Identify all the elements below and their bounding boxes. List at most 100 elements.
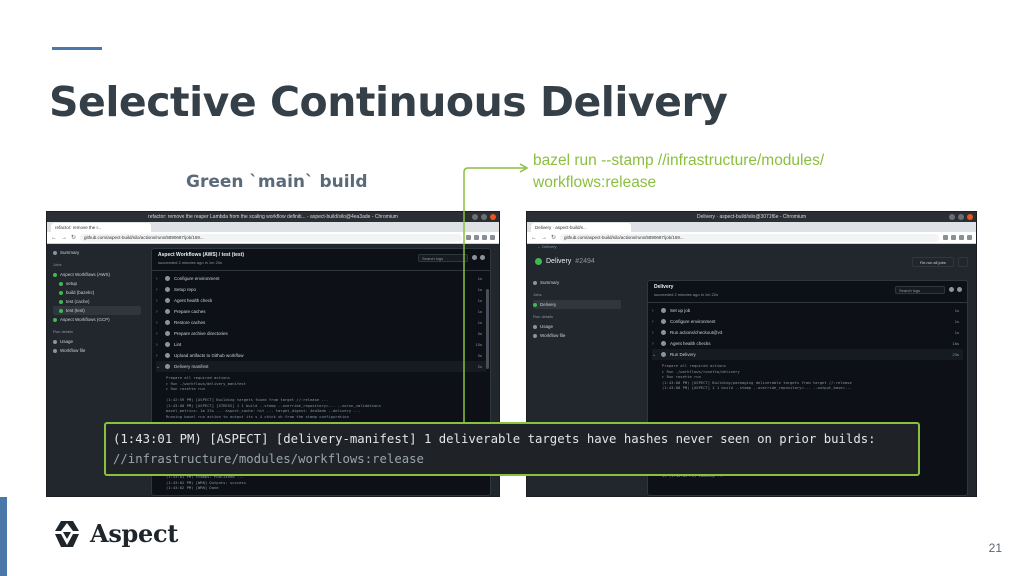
extension-icon[interactable]: [951, 235, 956, 240]
sidebar-job-item[interactable]: setup: [53, 279, 141, 288]
refresh-icon[interactable]: [472, 255, 477, 260]
back-arrow-icon[interactable]: ←: [51, 234, 57, 241]
step-label: Upload artifacts to Github workflow: [174, 353, 244, 358]
gear-icon[interactable]: [480, 255, 485, 260]
back-arrow-icon[interactable]: ←: [531, 234, 537, 241]
run-details-heading: Run details: [53, 329, 74, 334]
close-icon[interactable]: [967, 214, 973, 220]
sidebar-item-usage[interactable]: Usage: [533, 322, 621, 331]
log-line: Prepare all required actions: [166, 375, 231, 380]
reload-icon[interactable]: ↻: [551, 234, 557, 241]
extension-icon[interactable]: [466, 235, 471, 240]
minimize-icon[interactable]: [472, 214, 478, 220]
maximize-icon[interactable]: [958, 214, 964, 220]
sidebar-job-item[interactable]: test (cache): [53, 297, 141, 306]
left-browser-tab[interactable]: refactor: remove the r...: [51, 223, 151, 232]
refresh-icon[interactable]: [949, 287, 954, 292]
extension-icon[interactable]: [959, 235, 964, 240]
sidebar-job-item[interactable]: test (test): [53, 306, 141, 315]
chevron-right-icon: ›: [156, 352, 158, 359]
sidebar-item-workflow-file[interactable]: Workflow file: [533, 331, 621, 340]
clock-icon: [533, 324, 537, 329]
left-address-input[interactable]: github.com/aspect-build/silo/actions/run…: [80, 233, 462, 242]
title-accent-line: [52, 47, 102, 50]
right-address-input[interactable]: github.com/aspect-build/silo/actions/run…: [560, 233, 939, 242]
bazel-command-caption: bazel run --stamp //infrastructure/modul…: [533, 150, 824, 194]
log-line: Running bazel run action to output its s…: [166, 413, 349, 419]
sidebar-job-item[interactable]: Aspect Workflows (GCP): [53, 315, 141, 324]
log-line: (1:43:01 PM) Stamps: Published ...: [166, 474, 244, 479]
step-check-icon: [661, 330, 666, 335]
step-duration: 0s: [477, 331, 482, 336]
step-check-icon: [165, 342, 170, 347]
sidebar-item-delivery[interactable]: Delivery: [533, 300, 621, 309]
profile-icon[interactable]: [490, 235, 495, 240]
step-label: Run actions/checkout@v3: [670, 330, 723, 335]
step-duration: 1s: [477, 309, 482, 314]
sidebar-job-item[interactable]: Aspect Workflows (AWS): [53, 270, 141, 279]
sidebar-item-workflow-file[interactable]: Workflow file: [53, 346, 141, 355]
close-icon[interactable]: [490, 214, 496, 220]
reload-icon[interactable]: ↻: [71, 234, 77, 241]
callout-log-line-2: //infrastructure/modules/workflows:relea…: [113, 452, 424, 466]
chevron-right-icon: ›: [156, 308, 158, 315]
step-label: Agent health checks: [670, 341, 711, 346]
profile-icon[interactable]: [967, 235, 972, 240]
forward-arrow-icon[interactable]: →: [541, 234, 547, 241]
step-check-icon: [661, 352, 666, 357]
file-icon: [53, 348, 57, 353]
bazel-command-line-1: bazel run --stamp //infrastructure/modul…: [533, 152, 825, 169]
right-log-search-input[interactable]: Search logs: [895, 286, 945, 294]
sidebar-item-summary[interactable]: Summary: [53, 248, 141, 257]
step-check-icon: [165, 287, 170, 292]
chevron-down-icon: ⌄: [156, 363, 161, 370]
forward-arrow-icon[interactable]: →: [61, 234, 67, 241]
right-tabstrip: Delivery · aspect-build/s...: [527, 222, 976, 232]
step-label: Agent health check: [174, 298, 213, 303]
slide-title: Selective Continuous Delivery: [49, 78, 728, 126]
left-scrollbar[interactable]: [486, 289, 489, 369]
aspect-logo-icon: [55, 520, 79, 547]
success-check-icon: [535, 257, 542, 265]
right-window-titlebar: Delivery · aspect-build/silo@3071f6e - C…: [527, 212, 976, 222]
gear-icon[interactable]: [957, 287, 962, 292]
sidebar-item-usage[interactable]: Usage: [53, 337, 141, 346]
chevron-right-icon: ›: [652, 307, 654, 314]
extension-icon[interactable]: [474, 235, 479, 240]
more-options-button[interactable]: [958, 257, 968, 267]
extension-icon[interactable]: [943, 235, 948, 240]
chevron-right-icon: ›: [156, 319, 158, 326]
success-check-icon: [59, 290, 63, 295]
rerun-all-jobs-button[interactable]: Re-run all jobs: [912, 257, 954, 267]
clock-icon: [53, 339, 57, 344]
extension-icon[interactable]: [482, 235, 487, 240]
back-to-workflow-link[interactable]: ← Delivery: [537, 244, 557, 249]
success-check-icon: [59, 281, 63, 286]
right-browser-tab[interactable]: Delivery · aspect-build/s...: [531, 223, 631, 232]
maximize-icon[interactable]: [481, 214, 487, 220]
left-window-title: refactor: remove the reaper Lambda from …: [148, 214, 398, 220]
step-check-icon: [165, 353, 170, 358]
step-duration: 1s: [954, 308, 959, 313]
sidebar-item-summary[interactable]: Summary: [533, 278, 621, 287]
minimize-icon[interactable]: [949, 214, 955, 220]
success-check-icon: [53, 272, 57, 277]
sidebar-job-item[interactable]: build (bazelrc): [53, 288, 141, 297]
log-line: (1:43:02 PM) [WRN] Done: [166, 485, 219, 490]
left-log-search-input[interactable]: Search logs: [418, 254, 468, 262]
